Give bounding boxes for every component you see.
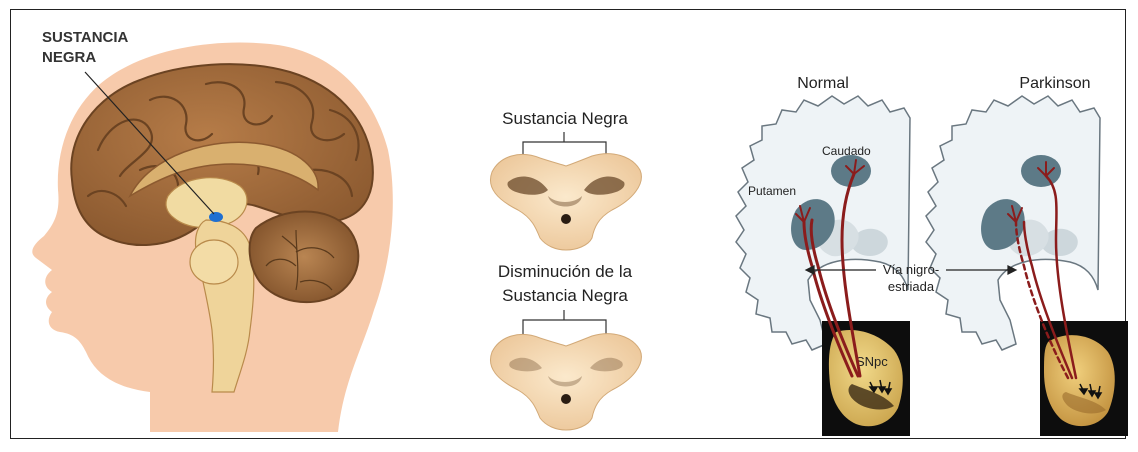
pons [190,240,238,284]
title-normal: Normal [797,75,849,92]
section-top-aqueduct [561,214,571,224]
section-bottom-aqueduct [561,394,571,404]
section-bottom-slice [490,334,641,430]
section-top-slice [490,154,641,250]
label-via-line1: Vía nigro- [883,262,939,277]
label-putamen: Putamen [748,184,796,198]
head-label-line1: SUSTANCIA [42,29,129,46]
pathway-panel: Normal Parkinson SNpc [736,75,1128,436]
head-label-line2: NEGRA [42,49,96,66]
label-caudado: Caudado [822,144,871,158]
title-parkinson: Parkinson [1019,75,1090,92]
cerebellum [250,212,359,303]
substantia-nigra-marker [209,212,223,222]
section-bottom-title-line2: Sustancia Negra [502,286,628,305]
sections-panel: Sustancia Negra Disminución de la Sustan… [490,109,641,430]
label-via-line2: estriada [888,279,935,294]
head-panel: SUSTANCIA NEGRA [32,29,393,432]
snpc-label: SNpc [856,354,888,369]
section-top-title: Sustancia Negra [502,109,628,128]
section-bottom-title-line1: Disminución de la [498,262,633,281]
